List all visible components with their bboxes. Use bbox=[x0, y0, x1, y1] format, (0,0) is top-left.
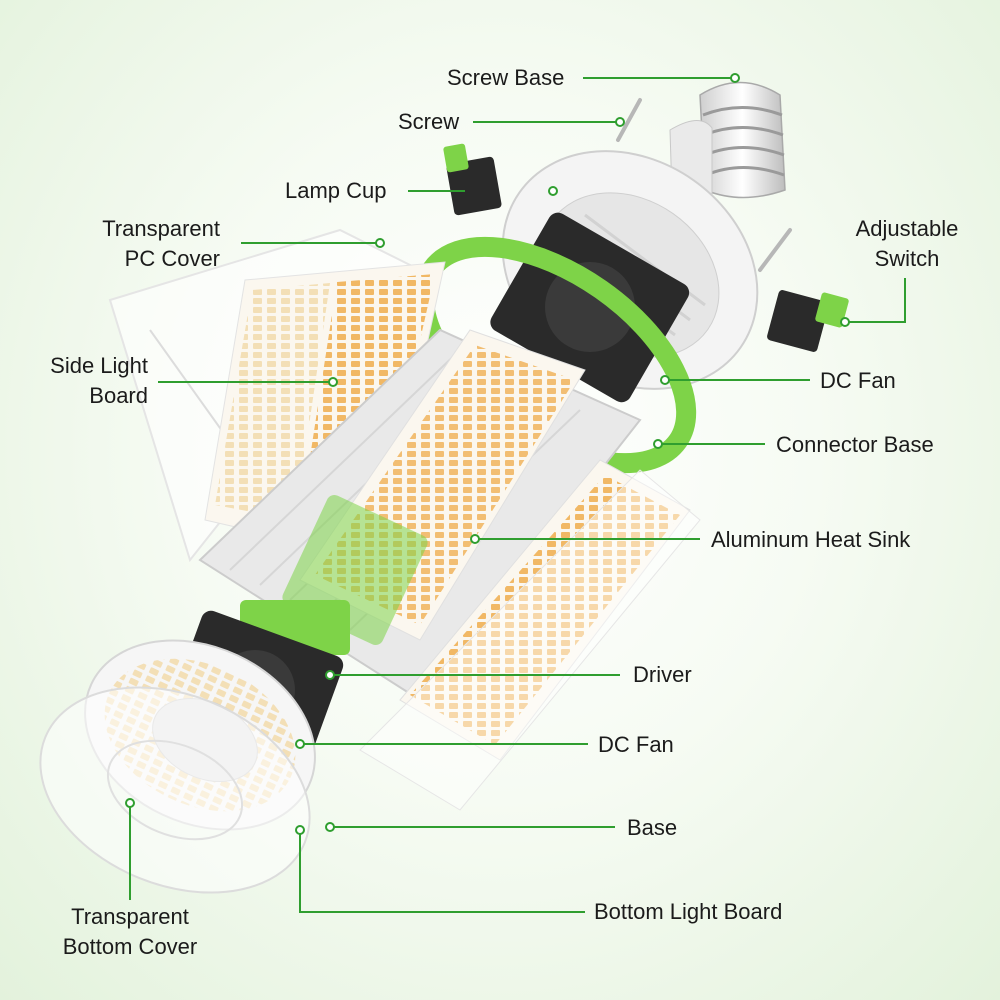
label-transparent-pc-cover: Transparent PC Cover bbox=[102, 216, 220, 271]
adjustable-switch-left bbox=[443, 143, 502, 216]
label-bottom-light-board: Bottom Light Board bbox=[594, 899, 783, 924]
label-base: Base bbox=[627, 815, 678, 840]
label-screw-base: Screw Base bbox=[447, 65, 565, 90]
label-dc-fan-top: DC Fan bbox=[820, 368, 896, 393]
label-aluminum-heat-sink: Aluminum Heat Sink bbox=[711, 527, 911, 552]
label-side-light-board: Side Light Board bbox=[50, 353, 148, 408]
label-screw: Screw bbox=[398, 109, 460, 134]
adjustable-switch-right bbox=[767, 290, 849, 352]
label-transparent-bottom-cover: Transparent Bottom Cover bbox=[62, 904, 198, 959]
label-dc-fan-bottom: DC Fan bbox=[598, 732, 674, 757]
leader-dots bbox=[125, 73, 850, 835]
label-adjustable-switch: Adjustable Switch bbox=[855, 216, 959, 271]
leader-lines bbox=[129, 77, 906, 913]
label-connector-base: Connector Base bbox=[776, 432, 934, 457]
screw-pins bbox=[616, 98, 792, 272]
side-light-board-right bbox=[359, 459, 701, 811]
label-lamp-cup: Lamp Cup bbox=[285, 178, 387, 203]
transparent-bottom-cover bbox=[39, 686, 311, 894]
label-driver: Driver bbox=[633, 662, 692, 687]
